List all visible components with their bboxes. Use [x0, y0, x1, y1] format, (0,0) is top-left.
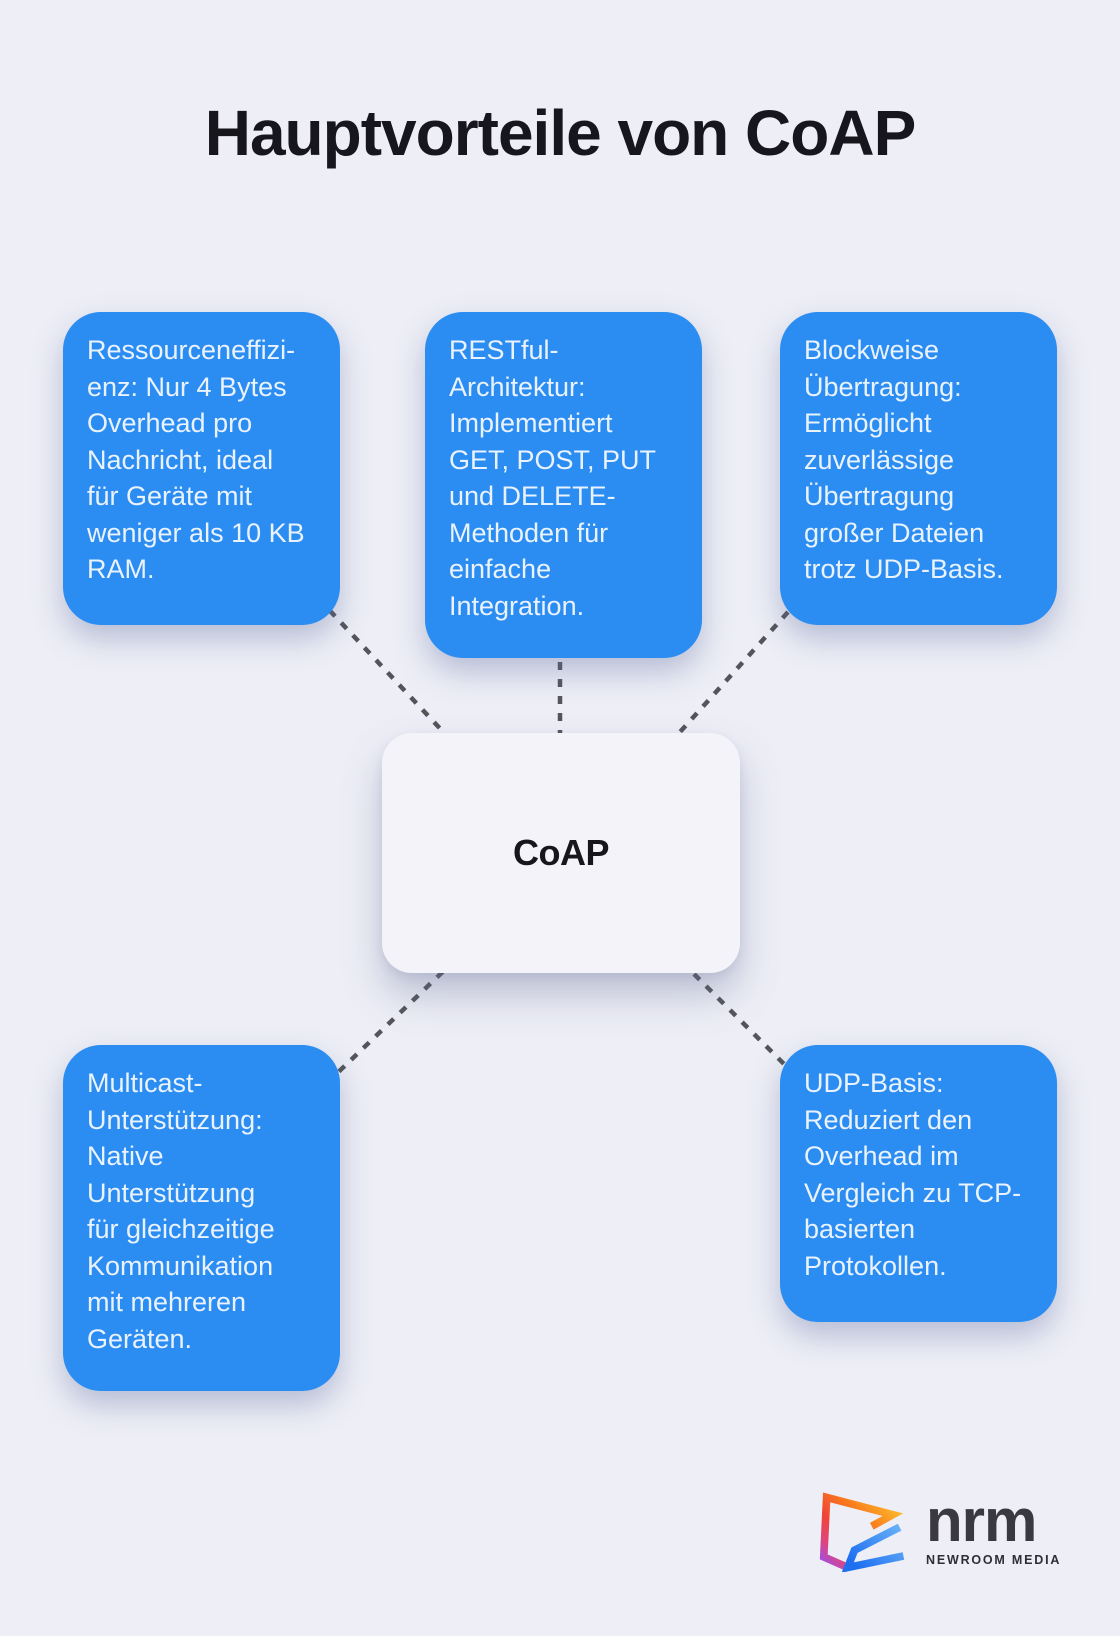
logo-tagline: NEWROOM MEDIA [926, 1553, 1062, 1567]
connector-line-top-right [660, 610, 790, 754]
benefit-text-multicast-support: Multicast- Unterstützung: Native Unterst… [87, 1068, 275, 1354]
newroom-media-logo-icon [819, 1492, 905, 1572]
connector-line-bottom-left [326, 958, 457, 1084]
benefit-node-multicast-support: Multicast- Unterstützung: Native Unterst… [63, 1045, 340, 1391]
central-node-coap: CoAP [382, 733, 740, 973]
central-node-label: CoAP [513, 832, 610, 873]
connector-line-bottom-right [680, 960, 800, 1080]
benefit-text-resource-efficiency: Ressourceneffizi- enz: Nur 4 Bytes Overh… [87, 335, 305, 584]
benefit-text-restful-architecture: RESTful- Architektur: Implementiert GET,… [449, 335, 657, 621]
benefit-node-restful-architecture: RESTful- Architektur: Implementiert GET,… [425, 312, 702, 658]
logo-name: nrm [926, 1487, 1037, 1554]
page-title: Hauptvorteile von CoAP [204, 97, 917, 169]
benefit-node-blockwise-transfer: Blockweise Übertragung: Ermöglicht zuver… [780, 312, 1057, 625]
benefit-text-udp-basis: UDP-Basis: Reduziert den Overhead im Ver… [804, 1068, 1022, 1281]
benefit-node-udp-basis: UDP-Basis: Reduziert den Overhead im Ver… [780, 1045, 1057, 1322]
newroom-media-logo: nrm NEWROOM MEDIA [818, 1490, 1061, 1572]
benefit-node-resource-efficiency: Ressourceneffizi- enz: Nur 4 Bytes Overh… [63, 312, 340, 625]
connector-line-top-left [316, 596, 464, 754]
benefit-text-blockwise-transfer: Blockweise Übertragung: Ermöglicht zuver… [804, 335, 1004, 584]
logo-text-block: nrm NEWROOM MEDIA [926, 1487, 1062, 1568]
